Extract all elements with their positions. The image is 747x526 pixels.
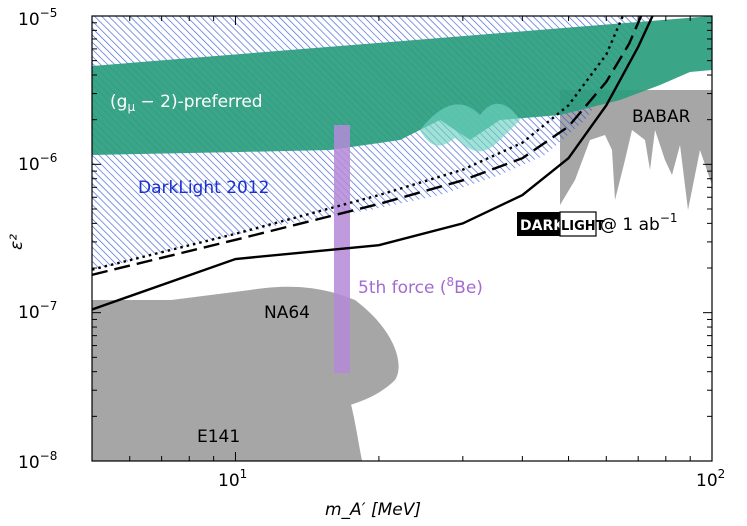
series-line-solid	[92, 16, 654, 311]
fifth-force-label: 5th force (8Be)	[358, 275, 483, 298]
g-minus-2-band	[92, 16, 712, 155]
darklight-logo: DARK LIGHT	[517, 211, 605, 237]
babar-region	[560, 90, 712, 210]
na64-label: NA64	[264, 303, 310, 323]
na64-region	[92, 286, 399, 461]
svg-text:DARK: DARK	[520, 218, 565, 234]
e141-label: E141	[197, 427, 240, 447]
x-tick-label: 102	[696, 467, 725, 491]
y-tick-label: 10−5	[18, 6, 57, 30]
y-tick-label: 10−8	[18, 449, 57, 473]
g-minus-2-label: (gμ − 2)-preferred	[110, 92, 263, 114]
plot-frame	[91, 15, 713, 462]
y-tick-label: 10−7	[18, 299, 57, 323]
babar-label: BABAR	[632, 107, 691, 127]
y-axis-title: ε²	[7, 234, 27, 250]
svg-text:LIGHT: LIGHT	[561, 219, 605, 234]
darklight-luminosity-label: @ 1 ab−1	[600, 211, 678, 235]
series-line-dotted	[92, 16, 624, 271]
g-minus-2-light-patch	[420, 103, 520, 152]
y-tick-label: 10−6	[18, 151, 57, 175]
darklight-2012-label: DarkLight 2012	[138, 178, 269, 198]
series-line-dashed	[92, 16, 643, 276]
x-tick-labels: 101 102	[218, 467, 725, 491]
y-tick-labels: 10−5 10−6 10−7 10−8	[18, 6, 57, 473]
x-axis-title: m_A′ [MeV]	[325, 500, 421, 520]
x-tick-label: 101	[218, 467, 247, 491]
